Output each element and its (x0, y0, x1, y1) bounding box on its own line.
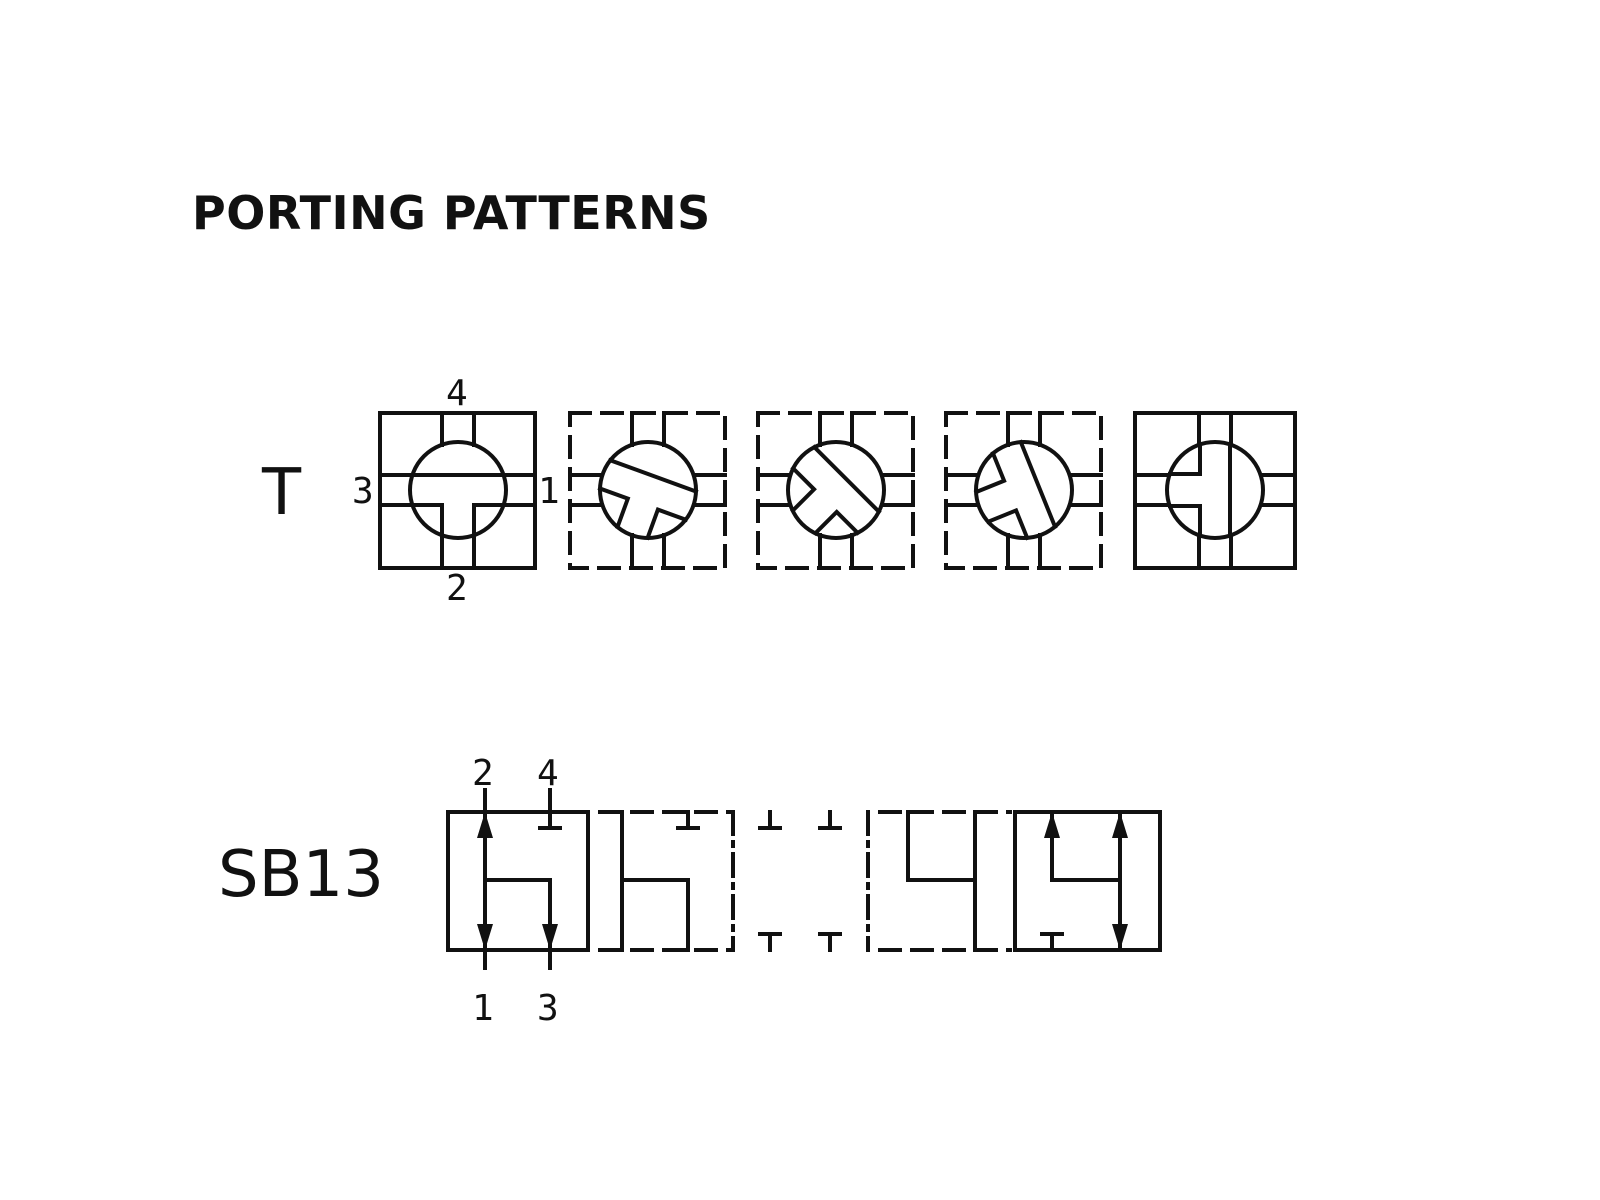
port-label-4: 4 (537, 753, 559, 794)
pattern-label-sb13: SB13 (218, 838, 384, 912)
t-symbol-4 (944, 411, 1103, 570)
page-title: PORTING PATTERNS (192, 186, 711, 240)
t-symbol-3 (756, 411, 915, 570)
port-label-4: 4 (446, 373, 468, 414)
port-label-2: 2 (446, 568, 468, 609)
port-label-3: 3 (352, 471, 374, 512)
t-symbol-2 (568, 411, 727, 570)
port-label-1: 1 (538, 471, 560, 512)
t-symbol-1 (378, 411, 537, 570)
pattern-label-t: T (262, 456, 302, 530)
port-label-2: 2 (472, 753, 494, 794)
port-label-1: 1 (472, 988, 494, 1029)
port-label-3: 3 (537, 988, 559, 1029)
sb13-symbol (446, 788, 1162, 970)
t-symbol-5 (1133, 411, 1297, 570)
